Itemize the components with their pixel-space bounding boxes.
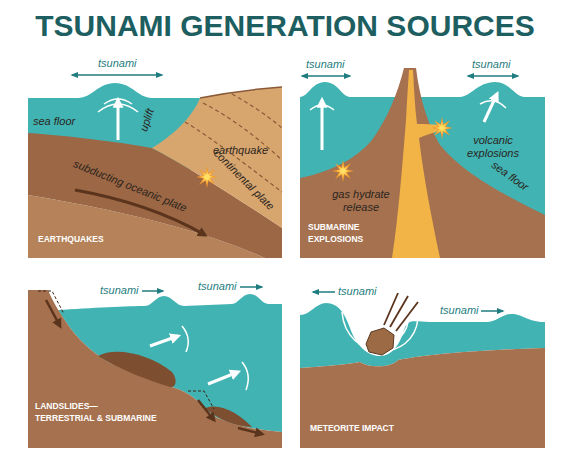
meteor-trail — [384, 293, 398, 325]
earthquake-burst — [200, 170, 213, 183]
seafloor — [300, 348, 545, 448]
wave-label: tsunami — [306, 58, 345, 71]
wave-label: tsunami — [338, 285, 377, 298]
tsunami-arrow — [468, 75, 518, 77]
feature-label: subducting oceanic plate — [71, 157, 188, 214]
panel-label: SUBMARINE EXPLOSIONS — [308, 221, 378, 245]
wave-arc — [242, 362, 248, 390]
wave-arc — [98, 104, 138, 112]
wave-arc — [480, 101, 506, 108]
tsunami-arrow — [302, 75, 350, 77]
uplift-arrow — [321, 100, 324, 150]
panel-region: METEORITE IMPACT — [300, 290, 545, 448]
panel-label: EARTHQUAKES — [38, 233, 188, 245]
feature-label: sea floor — [33, 115, 75, 128]
feature-label: continental plate — [211, 147, 277, 213]
earthquake-burst — [196, 166, 218, 188]
tsunami-arrow — [72, 74, 162, 76]
explosion-burst — [336, 164, 349, 177]
feature-label: volcanic explosions — [462, 134, 524, 160]
former-surface — [188, 391, 214, 409]
explosion-burst — [431, 117, 453, 139]
magma-conduit — [392, 70, 440, 258]
meteorite — [366, 328, 394, 355]
tsunami-arrow — [481, 310, 503, 312]
wave-arc — [182, 326, 188, 352]
feature-label: sea floor — [489, 158, 531, 193]
wave-label: tsunami — [472, 58, 511, 71]
explosion-burst — [332, 160, 354, 182]
explosion-burst — [435, 121, 448, 134]
wave-label: tsunami — [100, 284, 139, 297]
wave-arrow — [208, 372, 238, 384]
slide-arrow — [198, 400, 214, 420]
panel-label: METEORITE IMPACT — [310, 422, 460, 434]
wave-arc — [310, 105, 334, 110]
fault-line — [232, 94, 282, 128]
wave-label: tsunami — [198, 280, 237, 293]
title-text: TSUNAMI GENERATION SOURCES — [0, 8, 570, 44]
tsunami-arrow — [240, 286, 262, 288]
meteor-trail — [390, 296, 408, 327]
tsunami-arrow — [142, 290, 163, 292]
uplift-arrow — [117, 100, 120, 140]
slope-land — [28, 290, 282, 448]
uplift-arrow — [484, 94, 497, 122]
wave-label: tsunami — [440, 304, 479, 317]
meteor-trail — [396, 302, 418, 331]
feature-label: uplift — [137, 107, 157, 133]
fault-line — [185, 122, 282, 192]
panel-label: LANDSLIDES— TERRESTRIAL & SUBMARINE — [35, 400, 159, 424]
wave-label: tsunami — [98, 57, 137, 70]
wave-arrow — [150, 336, 178, 346]
land-surface — [200, 87, 282, 98]
panel-region: LANDSLIDES— TERRESTRIAL & SUBMARINE — [28, 290, 282, 448]
slide-arrow — [46, 300, 60, 326]
slide-arrow — [238, 428, 262, 434]
slide-mass — [98, 352, 176, 387]
feature-label: gas hydrate release — [328, 188, 394, 214]
volcano-seafloor — [300, 68, 545, 258]
tsunami-arrow — [313, 291, 335, 293]
